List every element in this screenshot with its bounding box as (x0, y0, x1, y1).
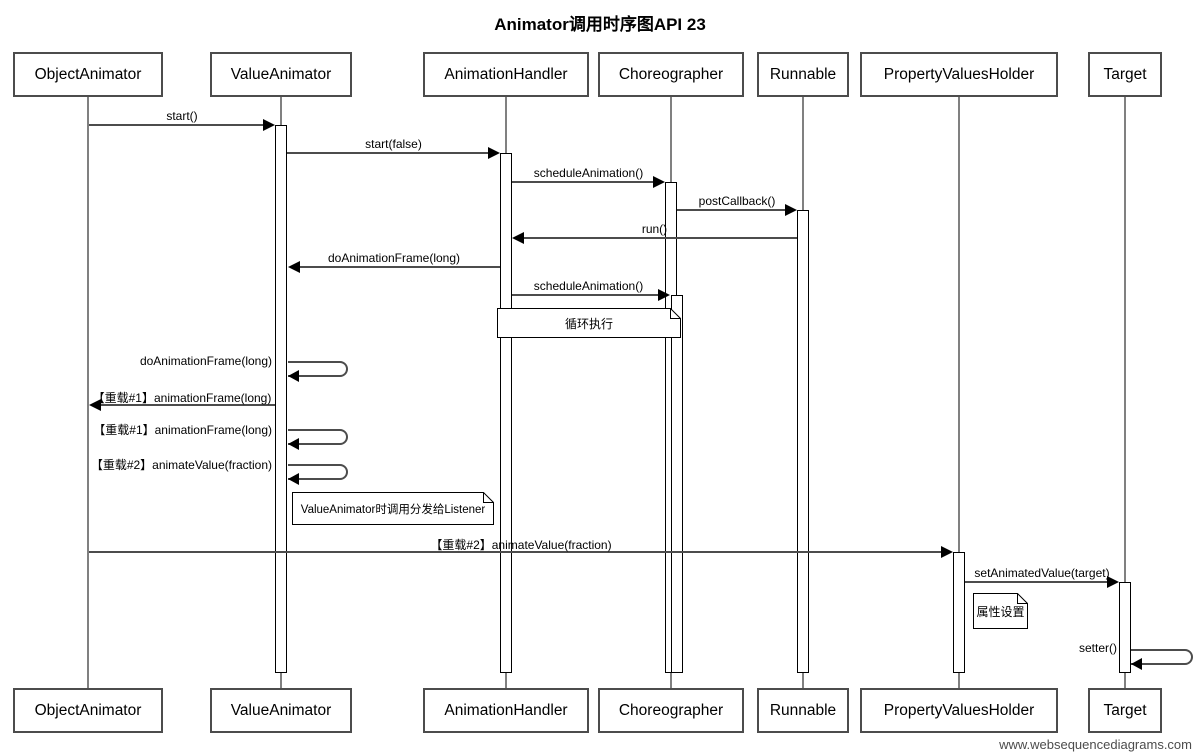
participant-valueanimator-top: ValueAnimator (210, 52, 352, 97)
participant-propertyvaluesholder-bottom: PropertyValuesHolder (860, 688, 1058, 733)
participant-choreographer-top: Choreographer (598, 52, 744, 97)
participant-valueanimator-bottom: ValueAnimator (210, 688, 352, 733)
arrowhead-right-icon (658, 289, 670, 301)
note-shape (973, 593, 1028, 629)
activation-runnable (797, 210, 809, 673)
activation-target (1119, 582, 1131, 673)
participant-label: Choreographer (618, 65, 724, 83)
arrowhead-left-icon (512, 232, 524, 244)
note-listener-dispatch: ValueAnimator时调用分发给Listener (292, 492, 494, 525)
self-message-setter-label: setter() (1078, 641, 1117, 655)
participant-objectanimator-top: ObjectAnimator (13, 52, 163, 97)
message-start-arrow (89, 124, 265, 126)
participant-label: AnimationHandler (444, 701, 568, 719)
participant-label: Target (1103, 65, 1147, 83)
activation-propertyvaluesholder (953, 552, 965, 673)
message-start-false-label: start(false) (365, 137, 422, 151)
self-message-overload2-label: 【重载#2】animateValue(fraction) (90, 458, 272, 472)
self-message-do-animation-frame-loop (288, 361, 348, 377)
participant-label: PropertyValuesHolder (883, 65, 1035, 83)
arrowhead-right-icon (263, 119, 275, 131)
watermark: www.websequencediagrams.com (999, 737, 1192, 752)
arrowhead-left-icon (89, 399, 101, 411)
message-schedule-animation-1-arrow (512, 181, 655, 183)
note-loop-execution: 循环执行 (497, 308, 681, 338)
participant-label: Target (1103, 701, 1147, 719)
note-shape (292, 492, 494, 525)
arrowhead-right-icon (653, 176, 665, 188)
participant-runnable-top: Runnable (757, 52, 849, 97)
arrowhead-right-icon (941, 546, 953, 558)
participant-target-top: Target (1088, 52, 1162, 97)
arrowhead-right-icon (1107, 576, 1119, 588)
self-message-overload1-loop (288, 429, 348, 445)
note-shape (497, 308, 681, 338)
participant-objectanimator-bottom: ObjectAnimator (13, 688, 163, 733)
arrowhead-left-icon (1131, 658, 1142, 670)
message-overload2-animate-value-label: 【重载#2】animateValue(fraction) (430, 538, 612, 552)
participant-label: Choreographer (618, 701, 724, 719)
participant-label: ValueAnimator (230, 701, 332, 719)
participant-label: ObjectAnimator (34, 65, 142, 83)
message-schedule-animation-2-label: scheduleAnimation() (533, 279, 644, 293)
note-loop-execution-text: 循环执行 (564, 316, 613, 331)
arrowhead-right-icon (785, 204, 797, 216)
self-message-do-animation-frame-label: doAnimationFrame(long) (139, 354, 272, 368)
activation-valueanimator (275, 125, 287, 673)
message-overload1-animation-frame-label: 【重载#1】animationFrame(long) (92, 391, 272, 405)
participant-label: PropertyValuesHolder (883, 701, 1035, 719)
participant-label: ValueAnimator (230, 65, 332, 83)
note-property-set: 属性设置 (973, 593, 1028, 629)
arrowhead-right-icon (488, 147, 500, 159)
participant-label: ObjectAnimator (34, 701, 142, 719)
message-start-false-arrow (287, 152, 490, 154)
participant-propertyvaluesholder-top: PropertyValuesHolder (860, 52, 1058, 97)
activation-animationhandler (500, 153, 512, 673)
note-listener-dispatch-text: ValueAnimator时调用分发给Listener (300, 503, 486, 516)
lifeline-objectanimator (87, 97, 89, 688)
message-set-animated-value-arrow (965, 581, 1109, 583)
participant-label: Runnable (769, 65, 837, 83)
message-post-callback-label: postCallback() (698, 194, 776, 208)
participant-label: AnimationHandler (444, 65, 568, 83)
message-overload2-animate-value-arrow (89, 551, 943, 553)
message-do-animation-frame-label: doAnimationFrame(long) (327, 251, 461, 265)
message-run-label: run() (641, 222, 668, 236)
participant-choreographer-bottom: Choreographer (598, 688, 744, 733)
arrowhead-left-icon (288, 261, 300, 273)
participant-animationhandler-bottom: AnimationHandler (423, 688, 589, 733)
message-schedule-animation-2-arrow (512, 294, 660, 296)
arrowhead-left-icon (288, 438, 299, 450)
message-do-animation-frame-arrow (298, 266, 500, 268)
participant-animationhandler-top: AnimationHandler (423, 52, 589, 97)
participant-label: Runnable (769, 701, 837, 719)
message-start-label: start() (166, 109, 198, 123)
lifeline-propertyvaluesholder (958, 97, 960, 688)
message-run-arrow (522, 237, 797, 239)
note-property-set-text: 属性设置 (976, 604, 1025, 619)
lifeline-target (1124, 97, 1126, 688)
diagram-title: Animator调用时序图API 23 (494, 15, 706, 34)
self-message-overload2-loop (288, 464, 348, 480)
message-post-callback-arrow (677, 209, 787, 211)
arrowhead-left-icon (288, 473, 299, 485)
self-message-overload1-label: 【重载#1】animationFrame(long) (93, 423, 272, 437)
self-message-setter-loop (1131, 649, 1193, 665)
participant-target-bottom: Target (1088, 688, 1162, 733)
message-overload1-animation-frame-arrow (99, 404, 275, 406)
message-schedule-animation-1-label: scheduleAnimation() (533, 166, 644, 180)
participant-runnable-bottom: Runnable (757, 688, 849, 733)
arrowhead-left-icon (288, 370, 299, 382)
message-set-animated-value-label: setAnimatedValue(target) (974, 566, 1110, 580)
activation-choreographer-2 (671, 295, 683, 673)
